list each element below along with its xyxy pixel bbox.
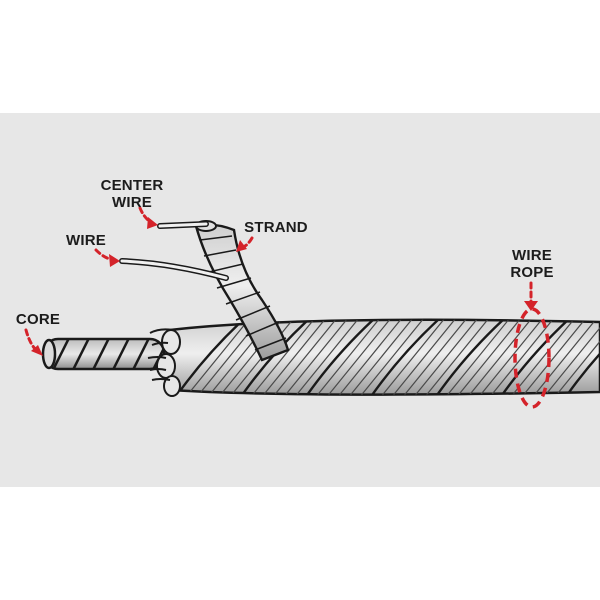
callout-arrowheads [31, 217, 538, 356]
core-rope [41, 337, 166, 371]
frayed-strand-ends [147, 328, 181, 397]
label-strand: STRAND [244, 219, 308, 236]
label-core: CORE [15, 311, 61, 328]
single-wire-shape [119, 258, 229, 281]
background-band [0, 113, 600, 487]
strand-lay-lines [174, 319, 600, 395]
label-wire-rope: WIRE ROPE [510, 247, 554, 281]
center-wire-shape [157, 221, 209, 229]
wire-lay-lines [184, 319, 600, 395]
wire-rope-body [147, 318, 600, 397]
wire-rope-callout-ring [513, 307, 551, 409]
label-center-wire: CENTER WIRE [100, 177, 164, 211]
label-wire: WIRE [66, 232, 106, 249]
